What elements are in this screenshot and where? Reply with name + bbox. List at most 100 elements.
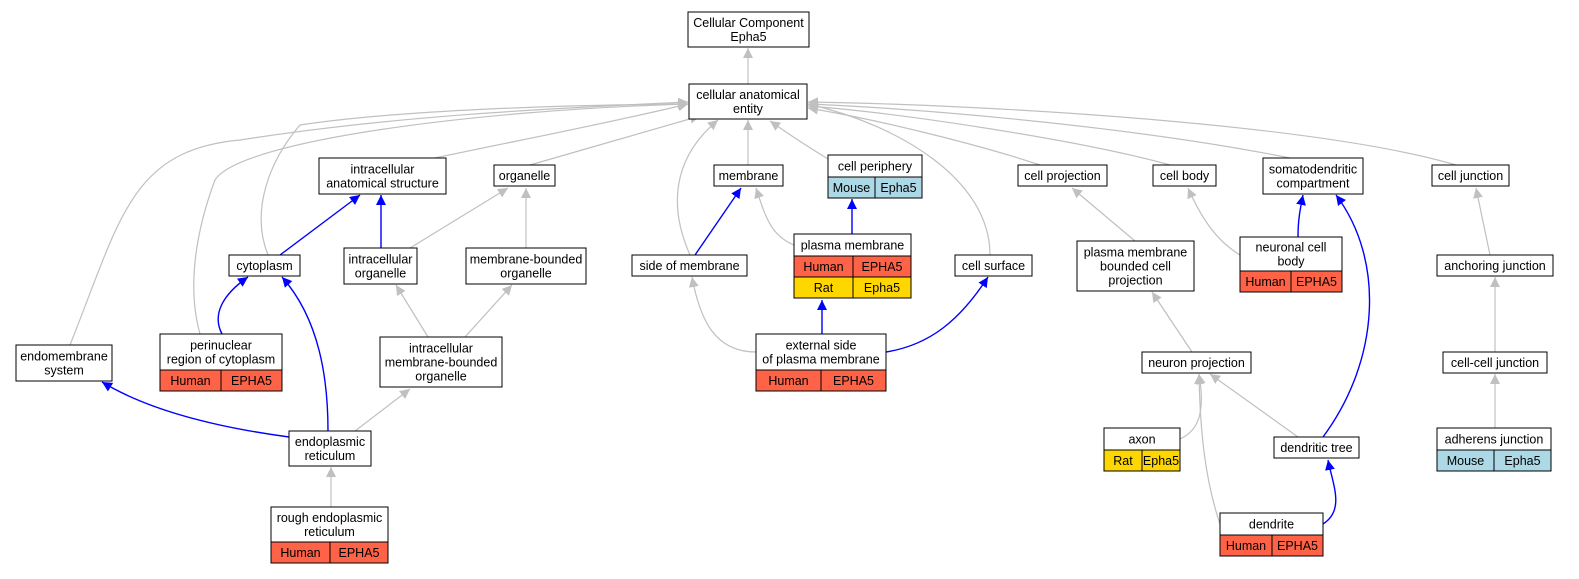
node-cellproj[interactable]: cell projection [1017,164,1108,187]
node-label-line: endoplasmic [295,435,365,449]
species-label: Rat [1113,454,1133,468]
node-box [1152,164,1217,187]
edge-endomem-to-cae [69,97,689,346]
node-sidemem[interactable]: side of membrane [631,254,748,277]
species-label: Human [803,260,843,274]
edge-organelle-to-cae [529,113,701,166]
node-box [687,11,810,48]
edge-external-to-surface [885,276,989,353]
gene-cell [329,541,389,564]
node-box [1262,157,1364,195]
node-label-line: reticulum [305,449,356,463]
gene-label: Epha5 [880,181,916,195]
node-label-line: somatodendritic [1269,163,1357,177]
node-label-line: bounded cell [1100,260,1171,274]
node-surface[interactable]: cell surface [954,254,1033,277]
species-label: Mouse [1447,454,1485,468]
edge-surface-to-cae [807,101,991,256]
edge-perinuclear-to-cytoplasm [217,276,249,335]
edge-er-to-imbo [354,388,411,432]
node-label-line: dendritic tree [1280,441,1352,455]
node-label-line: of plasma membrane [762,353,879,367]
node-label-line: membrane-bounded [470,253,583,267]
node-cellbody[interactable]: cell body [1152,164,1217,187]
gene-label: EPHA5 [339,546,380,560]
edge-er-to-cytoplasm [281,276,329,432]
gene-label: EPHA5 [1277,539,1318,553]
edge-cytoplasm-to-cae [260,99,689,256]
node-label-line: cell surface [962,259,1025,273]
node-box [1273,436,1360,459]
node-label-line: projection [1108,274,1162,288]
node-box [688,83,808,120]
gene-label: Epha5 [864,281,900,295]
node-label-line: organelle [355,267,406,281]
species-label: Human [280,546,320,560]
gene-cell [820,369,887,392]
gene-label: EPHA5 [833,374,874,388]
edge-imbo-to-intraorg [395,284,429,338]
node-box [1442,351,1548,374]
node-label-line: membrane-bounded [385,356,498,370]
node-box [755,333,887,371]
node-box [493,164,556,187]
edge-cellbody-to-cae [807,101,1171,166]
gene-label: EPHA5 [1296,275,1337,289]
node-label-line: dendrite [1249,518,1294,532]
gene-cell [1290,270,1343,293]
node-label-line: intracellular [351,163,415,177]
edge-neuronproj-to-pmbcp [1151,291,1193,353]
node-neuronproj[interactable]: neuron projection [1141,351,1252,374]
node-box [343,247,418,285]
edge-pmbcp-to-cellproj [1071,187,1136,242]
edge-sidemem-to-cae [676,119,719,256]
node-label-line: cell junction [1438,169,1503,183]
node-junction[interactable]: cell junction [1431,164,1510,187]
edge-ncb-to-cellbody [1187,187,1241,256]
node-box [631,254,748,277]
node-label-line: external side [786,339,857,353]
edge-intraorg-to-organelle [409,187,509,249]
edge-periphery-to-cae [769,120,829,160]
species-label: Rat [814,281,834,295]
gene-cell [1141,449,1181,472]
gene-label: Epha5 [1143,454,1179,468]
node-label-line: organelle [415,370,466,384]
node-label-line: side of membrane [639,259,739,273]
node-label-line: plasma membrane [1084,246,1188,260]
node-organelle[interactable]: organelle [493,164,556,187]
node-label-line: cell projection [1024,169,1100,183]
species-label: Human [768,374,808,388]
edge-external-to-sidemem [688,276,757,353]
node-dendtree[interactable]: dendritic tree [1273,436,1360,459]
node-cellcell[interactable]: cell-cell junction [1442,351,1548,374]
node-anchoring[interactable]: anchoring junction [1436,254,1554,277]
node-label-line: organelle [499,169,550,183]
node-box [1436,254,1554,277]
gene-label: EPHA5 [231,374,272,388]
gene-label: Epha5 [1504,454,1540,468]
node-cytoplasm[interactable]: cytoplasm [228,254,301,277]
node-box [1076,240,1195,292]
node-membrane[interactable]: membrane [713,164,784,187]
